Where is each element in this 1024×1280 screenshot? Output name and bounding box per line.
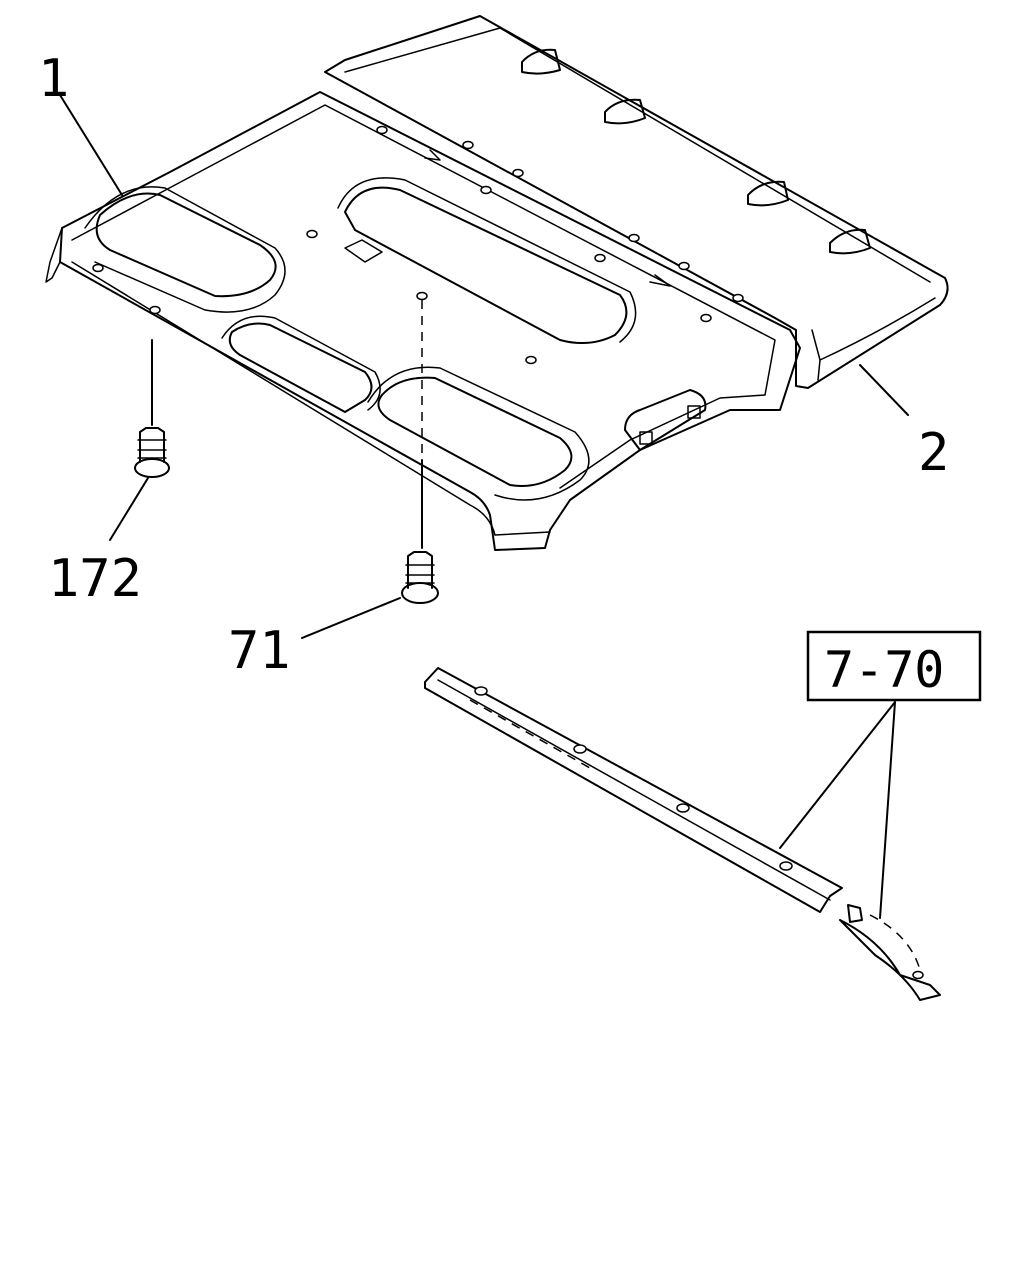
reference-bracket bbox=[839, 904, 941, 1001]
headliner-pad bbox=[95, 192, 277, 298]
leader-lines bbox=[59, 94, 909, 919]
callout-172: 172 bbox=[48, 549, 142, 609]
reference-box[interactable]: 7-70 bbox=[806, 630, 982, 702]
trim-tab bbox=[604, 98, 646, 125]
mounting-holes bbox=[92, 125, 744, 365]
callout-7-70: 7-70 bbox=[824, 641, 944, 699]
rear-trim-panel bbox=[324, 15, 949, 389]
clip-172 bbox=[134, 339, 170, 478]
dome-light-opening bbox=[344, 186, 628, 345]
headliner-pad bbox=[228, 322, 373, 413]
trim-tab bbox=[521, 48, 561, 75]
callout-2: 2 bbox=[918, 423, 949, 483]
trim-tab bbox=[829, 228, 871, 255]
headliner-pad bbox=[377, 376, 573, 487]
headliner-bracket bbox=[624, 389, 707, 451]
callout-1: 1 bbox=[38, 49, 69, 109]
reference-rail bbox=[424, 667, 843, 913]
trim-tab bbox=[747, 180, 789, 207]
clip-71 bbox=[401, 300, 439, 604]
callout-71: 71 bbox=[228, 621, 291, 681]
headliner-panel bbox=[45, 91, 801, 551]
